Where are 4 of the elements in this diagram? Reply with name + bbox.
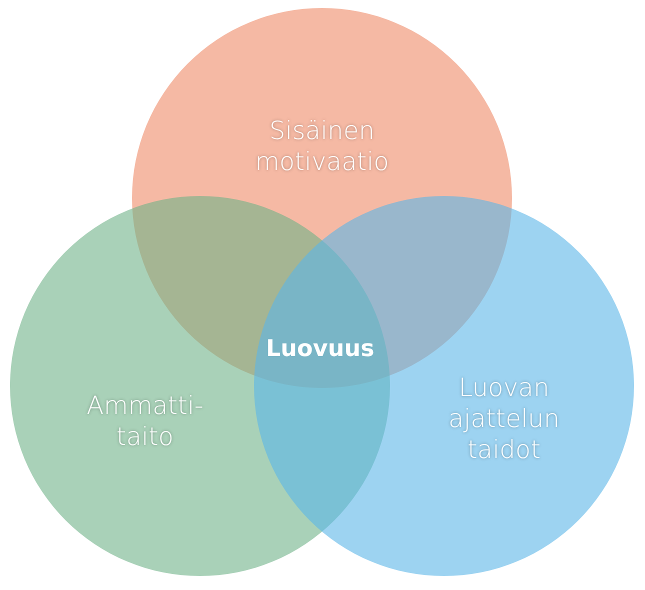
circle-label: Luovan ajattelun taidot xyxy=(447,372,561,465)
overlap-label: Luovuus xyxy=(266,336,374,362)
circle-label: Sisäinen motivaatio xyxy=(254,115,390,177)
circle-label: Ammatti-taito xyxy=(86,390,204,452)
